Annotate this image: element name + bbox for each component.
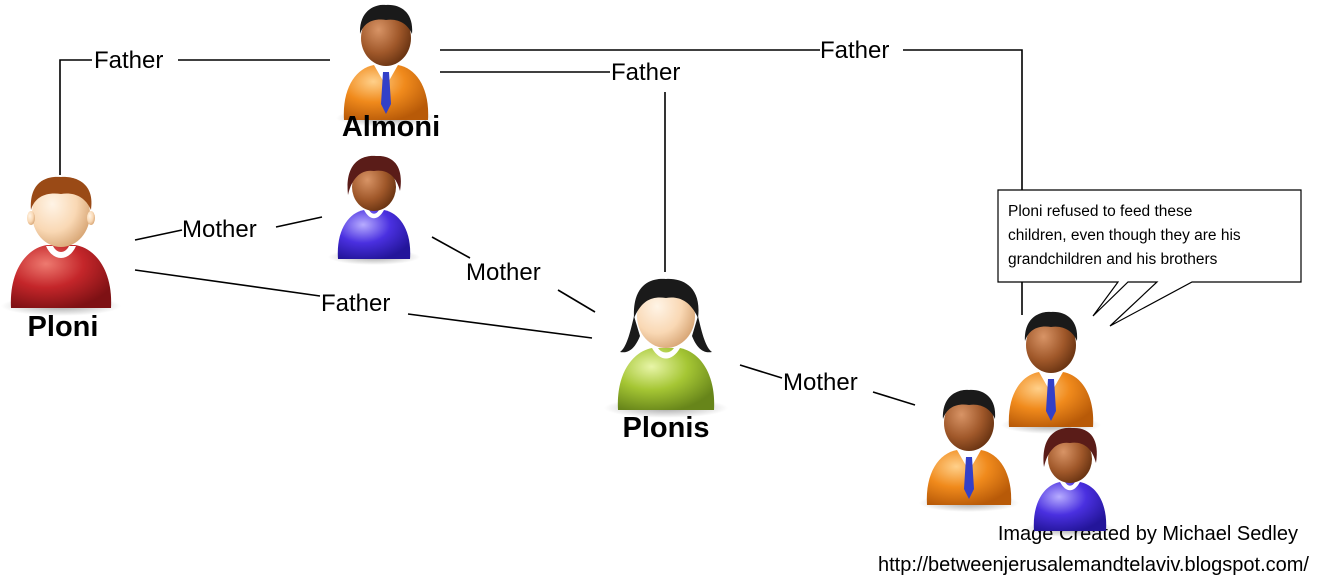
child-girl [1024,427,1116,537]
woman-purple-icon [328,155,420,265]
edge-ploni-plonis [407,313,593,339]
relation-label: Father [611,59,680,86]
credit-url: http://betweenjerusalemandtelaviv.blogsp… [878,554,1309,576]
relation-label: Father [820,37,889,64]
callout-box [997,189,1302,327]
man-orange-suit-icon [1001,311,1101,434]
callout-line: Ploni refused to feed these [1008,203,1192,220]
callout-line: children, even though they are his [1008,227,1241,244]
relation-label: Father [94,47,163,74]
relation-label: Mother [783,369,858,396]
edge-mother-plonis [557,289,596,313]
edge-plonis-children [739,364,783,379]
woman-green-shirt-icon [604,278,728,418]
person-ploni: Ploni [1,176,121,343]
person-name: Ploni [28,311,99,343]
callout: Ploni refused to feed these children, ev… [997,189,1302,327]
edge-plonis-children [872,391,916,406]
man-red-shirt-icon [1,176,121,316]
woman-purple-icon [1024,427,1116,537]
edge-mother-plonis [431,236,471,259]
connector-lines [59,49,1023,406]
edge-ploni-plonis [134,269,321,297]
person-mother [328,155,420,265]
edge-almoni-children [903,49,1023,190]
relation-label: Father [321,290,390,317]
relation-label: Mother [182,216,257,243]
edge-ploni-mother [134,229,183,241]
person-plonis: Plonis [604,278,728,444]
person-name: Plonis [622,412,709,444]
edge-ploni-almoni [59,59,92,175]
man-orange-suit-icon [336,4,436,127]
person-name: Almoni [342,111,440,143]
edge-ploni-mother [275,216,323,228]
person-almoni: Almoni [336,4,440,143]
callout-line: grandchildren and his brothers [1008,251,1218,268]
relation-label: Mother [466,259,541,286]
man-orange-suit-icon [919,389,1019,512]
